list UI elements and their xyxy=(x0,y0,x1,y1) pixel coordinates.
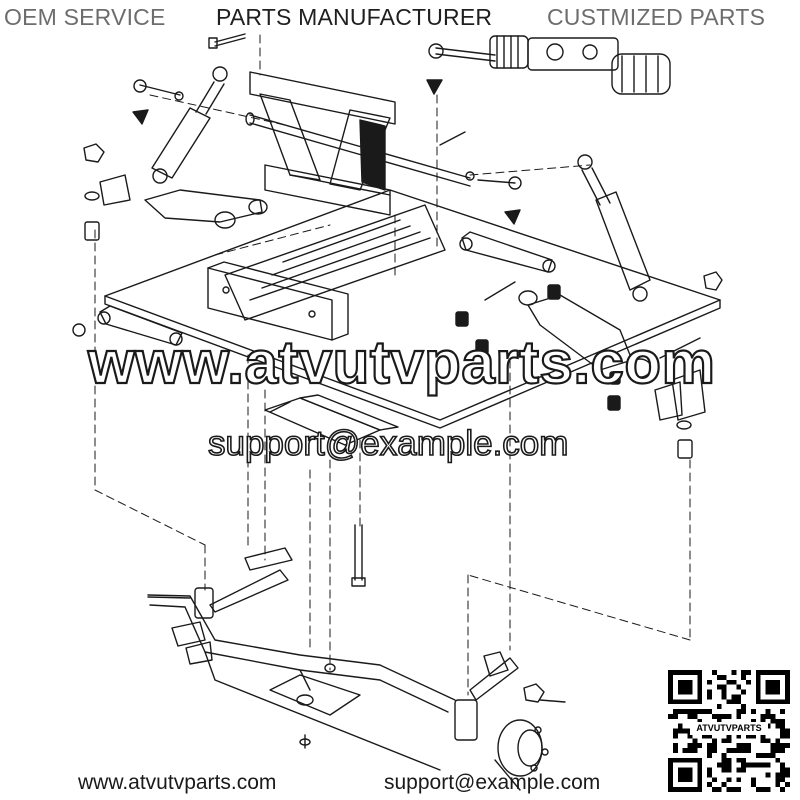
link-bars xyxy=(97,231,556,346)
left-a-arm xyxy=(99,174,268,229)
cross-shaft xyxy=(245,112,471,187)
qr-code-label: ATVUTVPARTS xyxy=(690,722,768,735)
assembly-guide-lines xyxy=(94,34,691,696)
qr-code xyxy=(668,670,790,792)
crossmember-bracket xyxy=(249,71,396,216)
tie-rod-ends xyxy=(132,79,522,225)
right-shock xyxy=(577,154,651,302)
right-spindle-bracket xyxy=(654,369,706,421)
nuts-and-washers xyxy=(72,143,723,703)
right-spindle xyxy=(299,651,549,791)
bushings xyxy=(455,284,621,411)
watermark-email: support@example.com xyxy=(207,423,569,464)
bolts xyxy=(208,33,701,703)
footer-site-link[interactable]: www.atvutvparts.com xyxy=(78,771,277,794)
steering-rack xyxy=(428,35,671,95)
header-oem-service: OEM SERVICE xyxy=(4,4,166,30)
left-spindle xyxy=(147,547,293,665)
header-parts-manufacturer: PARTS MANUFACTURER xyxy=(216,4,493,30)
left-shock xyxy=(151,66,228,184)
front-plate xyxy=(207,261,349,341)
footer-email-link[interactable]: support@example.com xyxy=(384,771,601,794)
mounting-bracket xyxy=(264,394,399,446)
watermark-site: www.atvutvparts.com xyxy=(87,328,716,397)
header-customized-parts: CUSTMIZED PARTS xyxy=(547,4,766,30)
